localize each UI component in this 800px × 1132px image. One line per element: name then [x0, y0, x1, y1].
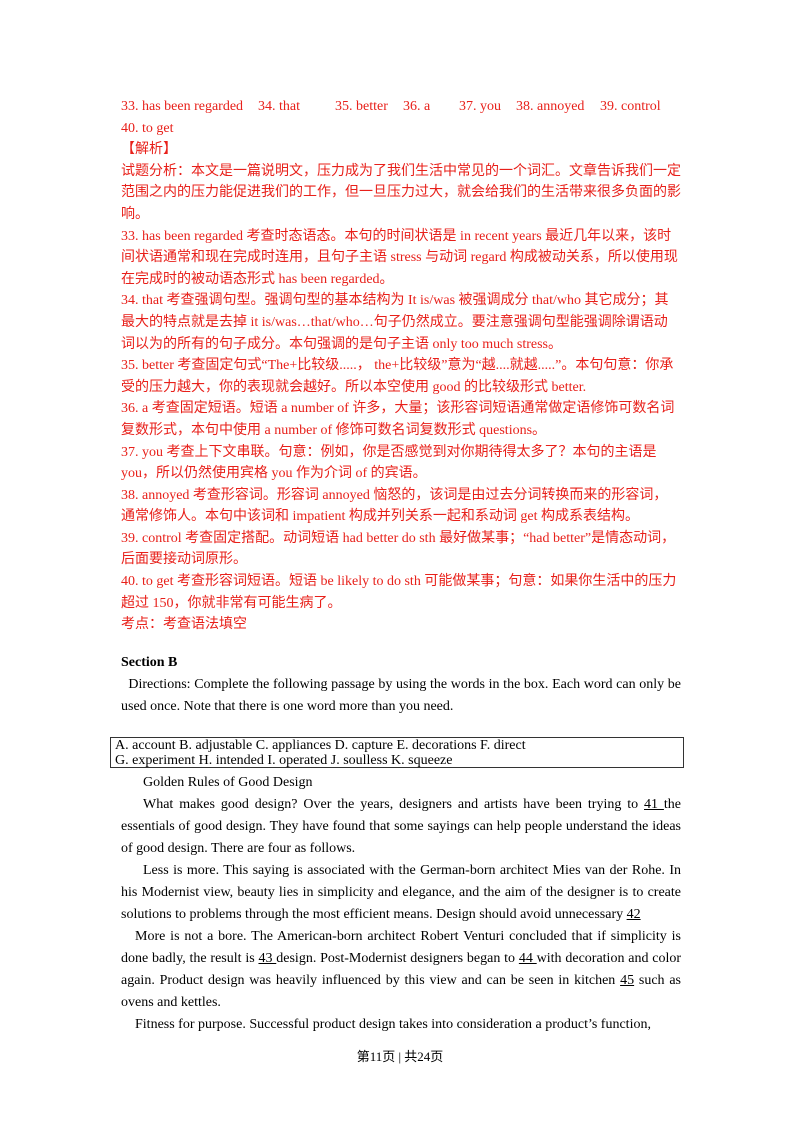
page-footer: 第11页 | 共24页 [356, 1049, 444, 1064]
blank-44: 44 [518, 951, 537, 966]
answer-39: 39. control [600, 99, 661, 114]
answer-36: 36. a [403, 99, 431, 114]
analysis-intro: 试题分析：本文是一篇说明文，压力成为了我们生活中常见的一个词汇。文章告诉我们一定… [121, 163, 681, 222]
paragraph-text: Less is more. This saying is associated … [121, 863, 681, 922]
analysis-item: 35. better 考查固定句式“The+比较级.....， the+比较级”… [121, 358, 674, 395]
word-box-line: G. experiment H. intended I. operated J.… [115, 752, 453, 768]
paragraph-4: Fitness for purpose. Successful product … [135, 1017, 651, 1032]
analysis-item: 39. control 考查固定搭配。动词短语 had better do st… [121, 530, 676, 568]
blank-43: 43 [258, 951, 277, 966]
blank-41: 41 [644, 797, 664, 812]
blank-45: 45 [620, 973, 635, 988]
answer-37: 37. you [459, 99, 501, 114]
paragraph-text: with decoration and color again. Product… [121, 951, 682, 988]
paragraph-text: the essentials of good design. They have… [121, 797, 682, 856]
passage-title: Golden Rules of Good Design [143, 775, 313, 790]
analysis-item: 37. you 考查上下文串联。句意：例如，你是否感觉到对你期待得太多了？本句的… [121, 444, 657, 482]
answer-key: 33. has been regarded 34. that 35. better 3… [121, 96, 681, 118]
answer-analysis-block: 33. has been regarded 34. that 35. better 3… [121, 96, 681, 636]
answer-34: 34. that [258, 99, 300, 114]
paragraph-3: More is not a bore. The American-born ar… [121, 926, 681, 1014]
analysis-item: 40. to get 考查形容词短语。短语 be likely to do st… [121, 574, 677, 611]
answer-40: 40. to get [121, 120, 174, 136]
paragraph-2: Less is more. This saying is associated … [121, 860, 681, 926]
section-title: Section B [121, 655, 178, 670]
paragraph-text: design. Post-Modernist designers began t… [276, 951, 519, 966]
analysis-item: 33. has been regarded 考查时态语态。本句的时间状语是 in… [121, 228, 678, 287]
paragraph-text: such as ovens and kettles. [121, 973, 681, 1010]
analysis-heading: 【解析】 [121, 142, 177, 158]
paragraph-1: What makes good design? Over the years, … [121, 794, 681, 860]
analysis-item: 38. annoyed 考查形容词。形容词 annoyed 恼怒的，该词是由过去… [121, 487, 668, 525]
answer-33: 33. has been regarded [121, 99, 244, 114]
directions-content: Directions: Complete the following passa… [121, 677, 682, 714]
paragraph-text: What makes good design? Over the years, … [143, 797, 645, 812]
analysis-item: 36. a 考查固定短语。短语 a number of 许多，大量；该形容词短语… [121, 401, 675, 438]
word-box-line: A. account B. adjustable C. appliances D… [115, 738, 526, 753]
directions-text: Directions: Complete the following passa… [121, 674, 681, 718]
analysis-item: 34. that 考查强调句型。强调句型的基本结构为 It is/was 被强调… [121, 293, 669, 352]
kaodian-note: 考点：考查语法填空 [121, 617, 247, 633]
answer-35: 35. better [335, 99, 388, 114]
paragraph-text: More is not a bore. The American-born ar… [121, 929, 681, 966]
word-box: A. account B. adjustable C. appliances D… [110, 737, 684, 768]
answer-38: 38. annoyed [516, 99, 585, 114]
passage: Golden Rules of Good Design What makes g… [121, 772, 681, 1036]
blank-42: 42 [626, 907, 641, 922]
